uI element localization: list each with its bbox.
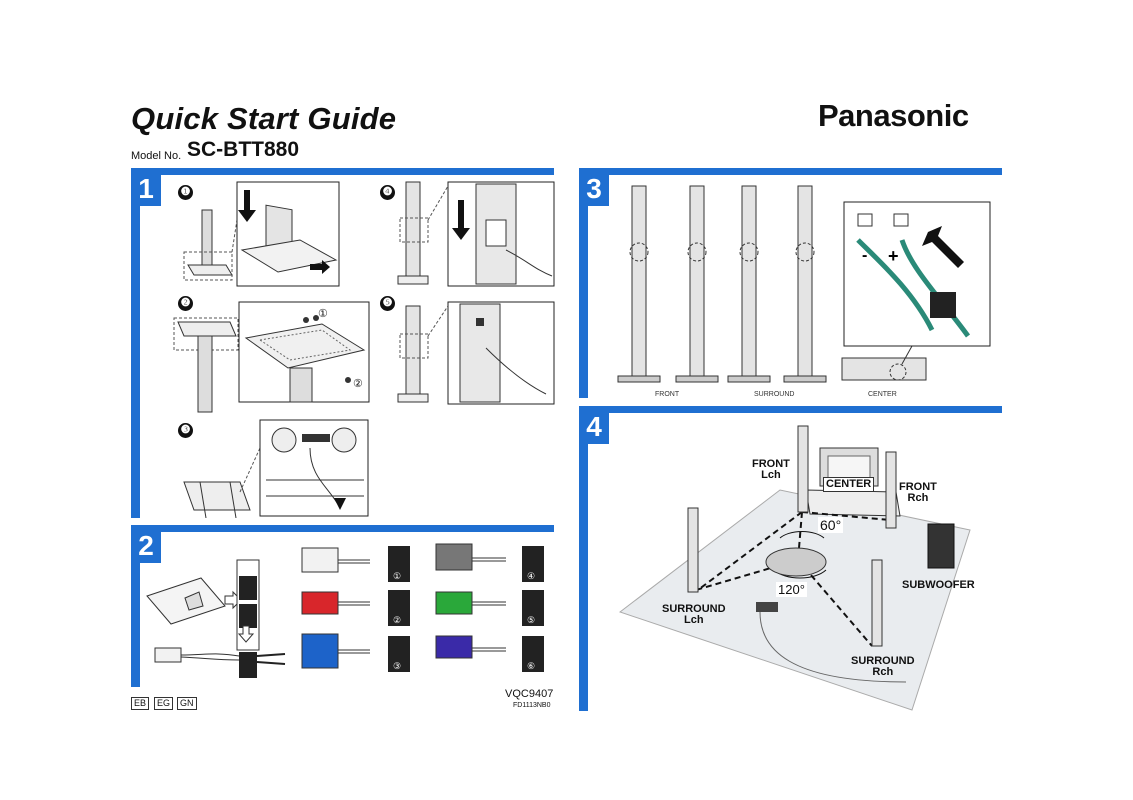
section-4-bar (579, 406, 1002, 413)
speaker-layout-diagram (618, 425, 971, 711)
document-title: Quick Start Guide (131, 101, 397, 136)
section-3-rule (579, 168, 588, 398)
svg-text:+: + (888, 246, 899, 266)
speaker-center (841, 345, 927, 381)
cable-2 (301, 590, 410, 626)
section-4-badge: 4 (579, 410, 609, 444)
speaker-surround-rch (871, 559, 883, 647)
section-3-badge: 3 (579, 172, 609, 206)
cable-6-number: ⑥ (527, 661, 536, 671)
label-front-rch: FRONT Rch (899, 482, 937, 504)
label-front: FRONT (655, 391, 680, 398)
document-code: VQC9407 (505, 688, 554, 700)
cable-2-number: ② (393, 615, 402, 625)
cable-3 (301, 633, 410, 672)
step-2-marker: ❷ (178, 296, 193, 311)
section-2-bar (131, 525, 554, 532)
region-eg: EG (154, 697, 174, 710)
cable-connector-cards (301, 543, 544, 672)
label-surround-lch: SURROUND Lch (662, 604, 726, 626)
label-surround-lch-line2: Lch (684, 614, 704, 626)
section-2-badge: 2 (131, 529, 161, 563)
section-1-bar (131, 168, 554, 175)
model-label: Model No. (131, 150, 182, 162)
label-surround-lch-line1: SURROUND (662, 603, 726, 615)
step-5-illustration (397, 301, 555, 405)
speaker-surround-2 (783, 185, 827, 383)
step-3-illustration (183, 419, 369, 518)
svg-text:-: - (862, 247, 867, 264)
cable-3-number: ③ (393, 661, 402, 671)
angle-120-label: 120° (776, 582, 807, 597)
step-4-illustration (397, 181, 555, 287)
cable-5 (435, 590, 544, 626)
section-1-rule (131, 168, 140, 518)
step-1-marker: ❶ (178, 185, 193, 200)
speaker-front-2 (675, 185, 719, 383)
cable-1 (301, 546, 410, 582)
step-2-illustration (173, 301, 370, 413)
step-2-callout-2: ② (353, 378, 363, 390)
label-front-rch-line1: FRONT (899, 481, 937, 493)
subwoofer (927, 523, 955, 569)
label-front-lch-line1: FRONT (752, 458, 790, 470)
label-surround-rch: SURROUND Rch (851, 656, 915, 678)
brand-logo: Panasonic (818, 98, 969, 133)
label-sheet-illustration (146, 559, 286, 678)
label-center: CENTER (868, 391, 897, 398)
label-front-lch: FRONT Lch (752, 459, 790, 481)
label-center-speaker: CENTER (823, 477, 875, 492)
label-subwoofer: SUBWOOFER (902, 579, 975, 591)
step-3-marker: ❸ (178, 423, 193, 438)
speaker-labels-illustration: - + (617, 185, 991, 383)
section-4-rule (579, 406, 588, 711)
section-2-rule (131, 525, 140, 687)
step-2-callout-1: ① (318, 308, 328, 320)
section-1-badge: 1 (131, 172, 161, 206)
model-number: SC-BTT880 (187, 138, 300, 161)
step-1-illustration (183, 181, 340, 287)
step-5-marker: ❺ (380, 296, 395, 311)
cable-1-number: ① (393, 571, 402, 581)
speaker-surround-lch (687, 507, 699, 593)
section-3-bar (579, 168, 1002, 175)
region-eb: EB (131, 697, 150, 710)
cable-4-number: ④ (527, 571, 536, 581)
label-front-lch-line2: Lch (761, 469, 781, 481)
label-surround: SURROUND (754, 391, 795, 398)
print-code: FD1113NB0 (513, 702, 551, 709)
cable-6 (435, 635, 544, 672)
wireless-box (756, 602, 907, 683)
speaker-front-lch (797, 425, 809, 513)
angle-60-label: 60° (818, 517, 844, 533)
speaker-surround-1 (727, 185, 771, 383)
speaker-front (617, 185, 661, 383)
label-surround-rch-line2: Rch (872, 666, 894, 678)
label-front-rch-line2: Rch (907, 492, 929, 504)
step-4-marker: ❹ (380, 185, 395, 200)
connector-zoom: - + (843, 201, 991, 347)
cable-4 (435, 543, 544, 582)
label-surround-rch-line1: SURROUND (851, 655, 915, 667)
region-gn: GN (177, 697, 197, 710)
speaker-front-rch (885, 451, 897, 529)
sofa (765, 547, 827, 577)
cable-5-number: ⑤ (527, 615, 536, 625)
